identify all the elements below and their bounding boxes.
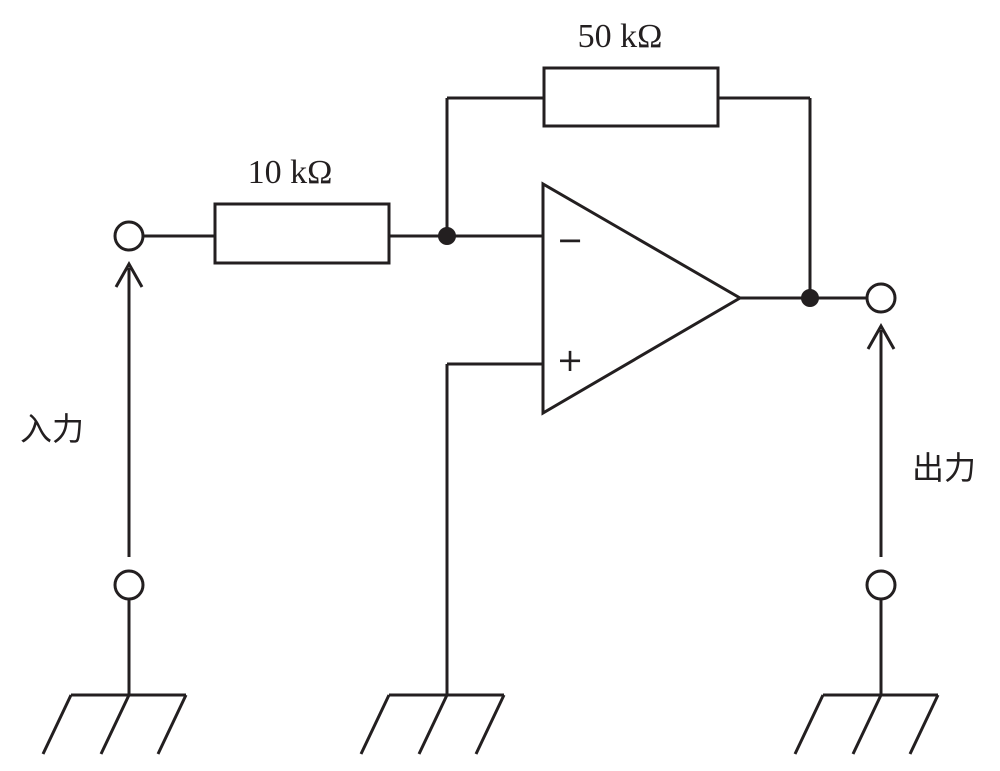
input-terminal-top (113, 220, 145, 252)
input-resistor (213, 202, 391, 265)
ground-symbol-input (41, 693, 188, 755)
input-arrow-head (114, 260, 144, 288)
op-amp (541, 181, 743, 416)
op-amp-plus-sign: + (557, 341, 584, 379)
ground-symbol-output (793, 693, 940, 755)
output-terminal-bottom (865, 569, 897, 601)
junction-dot-inverting (438, 227, 456, 245)
output-terminal-top (865, 282, 897, 314)
ground-symbol-opamp (359, 693, 506, 755)
op-amp-minus-sign: − (557, 221, 584, 259)
junction-dot-output (801, 289, 819, 307)
output-label: 出力 (912, 449, 976, 487)
input-terminal-bottom (113, 569, 145, 601)
input-label: 入力 (20, 410, 84, 448)
input-resistor-label: 10 kΩ (248, 154, 333, 191)
feedback-resistor-label: 50 kΩ (578, 18, 663, 55)
feedback-resistor (542, 66, 720, 128)
output-arrow-head (866, 322, 896, 350)
